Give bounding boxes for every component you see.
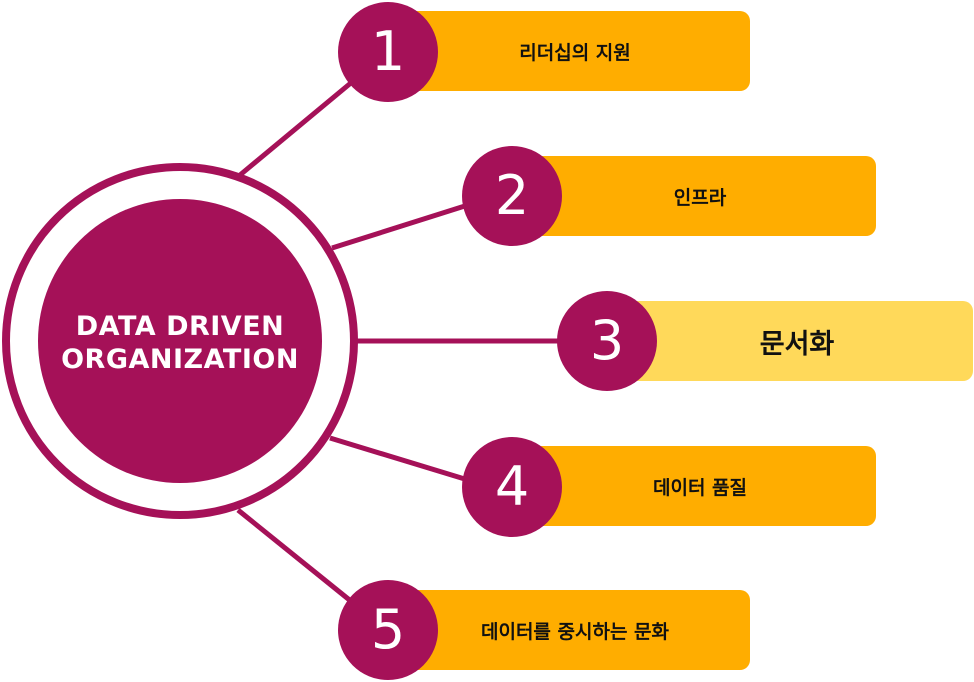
item-bar-5: 데이터를 중시하는 문화 [400,590,750,670]
item-label-5: 데이터를 중시하는 문화 [480,620,670,643]
connector-5 [236,508,354,604]
item-bar-1: 리더십의 지원 [400,11,750,91]
item-label-3: 문서화 [759,328,835,360]
connector-2 [331,202,469,251]
item-number-1: 1 [338,2,438,102]
connector-1 [238,80,354,177]
item-bar-2: 인프라 [524,156,876,236]
item-bar-3: 문서화 [621,301,973,381]
item-number-3: 3 [557,291,657,391]
item-number-2: 2 [462,146,562,246]
item-number-5: 5 [338,580,438,680]
item-label-2: 인프라 [673,186,727,209]
item-label-1: 리더십의 지원 [519,41,631,64]
item-label-4: 데이터 품질 [652,476,747,499]
connector-4 [329,435,469,483]
item-bar-4: 데이터 품질 [524,446,876,526]
center-title-line2: ORGANIZATION [61,344,299,375]
center-title-line1: DATA DRIVEN [75,311,285,342]
center-disc [38,199,322,483]
item-number-4: 4 [462,437,562,537]
center-title: DATA DRIVEN ORGANIZATION [40,310,320,376]
